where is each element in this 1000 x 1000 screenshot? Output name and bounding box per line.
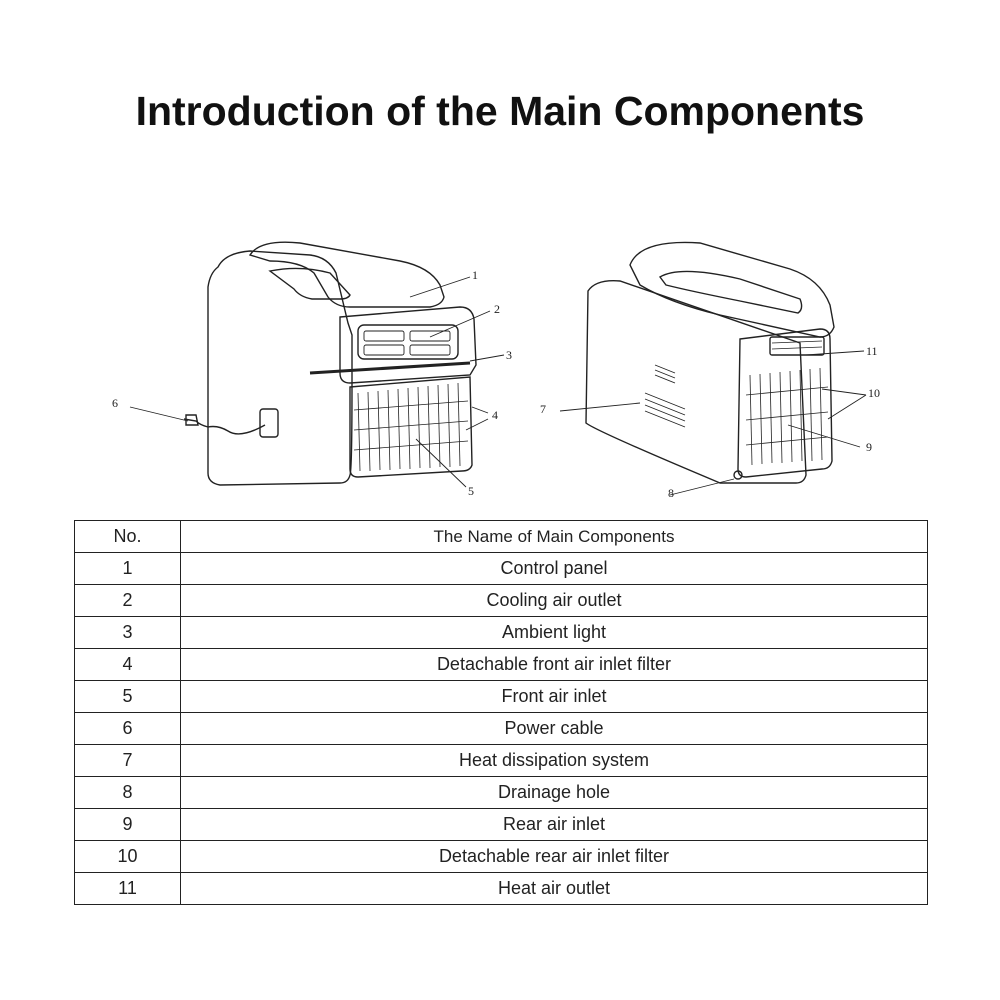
- callout-3: 3: [506, 348, 512, 362]
- rear-view-unit: [585, 241, 835, 484]
- row-no: 3: [74, 616, 181, 649]
- row-component-name: Rear air inlet: [180, 808, 928, 841]
- rear-view-callouts: 7 8 9 10 11: [540, 344, 880, 500]
- components-diagram: 1 2 3 4 5 6 7 8 9 10 11: [100, 225, 920, 515]
- row-no: 4: [74, 648, 181, 681]
- row-no: 2: [74, 584, 181, 617]
- page-title: Introduction of the Main Components: [135, 88, 865, 134]
- header-no: No.: [74, 520, 181, 553]
- row-component-name: Heat air outlet: [180, 872, 928, 905]
- row-no: 1: [74, 552, 181, 585]
- callout-5: 5: [468, 484, 474, 498]
- callout-1: 1: [472, 268, 478, 282]
- callout-10: 10: [868, 386, 880, 400]
- header-component-name: The Name of Main Components: [180, 520, 928, 553]
- callout-6: 6: [112, 396, 118, 410]
- front-view-unit: [183, 241, 477, 486]
- row-component-name: Power cable: [180, 712, 928, 745]
- row-component-name: Ambient light: [180, 616, 928, 649]
- callout-8: 8: [668, 486, 674, 500]
- row-component-name: Cooling air outlet: [180, 584, 928, 617]
- callout-7: 7: [540, 402, 546, 416]
- row-no: 5: [74, 680, 181, 713]
- row-no: 10: [74, 840, 181, 873]
- row-no: 7: [74, 744, 181, 777]
- callout-9: 9: [866, 440, 872, 454]
- row-no: 6: [74, 712, 181, 745]
- row-no: 8: [74, 776, 181, 809]
- row-component-name: Control panel: [180, 552, 928, 585]
- callout-2: 2: [494, 302, 500, 316]
- row-component-name: Front air inlet: [180, 680, 928, 713]
- callout-leader-lines: [129, 276, 867, 496]
- callout-11: 11: [866, 344, 878, 358]
- row-component-name: Drainage hole: [180, 776, 928, 809]
- front-view-callouts: 1 2 3 4 5 6: [112, 268, 512, 498]
- row-no: 9: [74, 808, 181, 841]
- callout-4: 4: [492, 408, 498, 422]
- row-no: 11: [74, 872, 181, 905]
- row-component-name: Detachable front air inlet filter: [180, 648, 928, 681]
- table-header-row: No. The Name of Main Components: [74, 520, 928, 553]
- row-component-name: Detachable rear air inlet filter: [180, 840, 928, 873]
- components-illustration: 1 2 3 4 5 6 7 8 9 10 11: [112, 241, 880, 500]
- row-component-name: Heat dissipation system: [180, 744, 928, 777]
